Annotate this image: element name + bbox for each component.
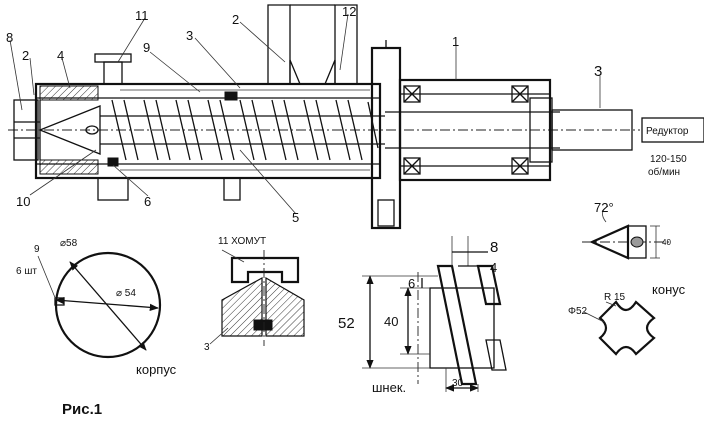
callout-3-shaft: 3 (594, 63, 602, 80)
callout-8: 8 (6, 30, 13, 45)
dim-outer-label: 52 (338, 315, 355, 332)
callout-10: 10 (16, 194, 30, 209)
cone-angle-arc (602, 205, 609, 223)
heater-stem-top (103, 61, 123, 85)
housing-outer-diameter: ⌀58 (60, 238, 78, 249)
barrel-body (34, 82, 382, 180)
die-head-bottom-hatch (39, 159, 99, 175)
die-plate (13, 99, 39, 161)
clamp-detail: 11 ХОМУТ 3 (204, 236, 305, 353)
screw-detail: 52 40 6 8 4 30 шнек. (338, 236, 507, 395)
callout-11: 11 (135, 8, 149, 23)
diameter-leader (583, 311, 605, 323)
speed-unit: об/мин (648, 166, 680, 178)
dim-depth-label: 6 (408, 276, 415, 291)
flange-bottom-mid (223, 177, 241, 201)
screw-flights (111, 99, 379, 161)
figure-caption: Рис.1 (62, 401, 102, 418)
housing-callout: 9 (34, 244, 40, 255)
heater-bottom (97, 177, 129, 201)
bearings (403, 85, 529, 175)
cone-diameter-label: Φ52 (568, 306, 588, 317)
gearbox-box (641, 117, 704, 143)
screw-cone-tip (38, 105, 101, 155)
inner-diameter-line (55, 297, 159, 311)
speed-value: 120-150 (650, 154, 687, 165)
hopper-chamfer-right (324, 59, 336, 85)
dim-root-label: 40 (384, 314, 398, 329)
dim-pitch-label: 8 (490, 239, 498, 256)
housing-caption: корпус (136, 362, 177, 377)
cone-pin (85, 125, 99, 135)
pin-6 (107, 157, 119, 167)
callout-12: 12 (342, 4, 356, 19)
hopper-left-wall (267, 4, 291, 85)
screw-caption: шнек. (372, 380, 406, 395)
screw-detail-flight-3 (485, 339, 507, 371)
housing-circle (54, 251, 162, 359)
cone-radius-label: R 15 (604, 292, 626, 303)
callout-9: 9 (143, 40, 150, 55)
clamp-key (253, 319, 273, 331)
screw-detail-flight-1 (436, 264, 478, 386)
clamp-leader-top (221, 249, 245, 263)
cone-caption: конус (652, 282, 686, 297)
clamp-label-top: 11 ХОМУТ (218, 236, 266, 247)
clamp-right-hatch (265, 276, 305, 337)
housing-quantity: 6 шт (16, 266, 37, 277)
housing-section: 9 6 шт ⌀58 ⌀ 54 корпус (16, 238, 177, 377)
pin-top-mid (224, 91, 238, 101)
clamp-left-hatch (221, 276, 263, 337)
clamp-leader-part (209, 327, 229, 345)
dim-length-label: 30 (452, 378, 464, 389)
bearing-housing (398, 78, 552, 182)
leader-9 (37, 255, 57, 301)
callout-3-barrel: 3 (186, 28, 193, 43)
callout-4: 4 (57, 48, 64, 63)
clamp-label-part: 3 (204, 342, 210, 353)
flange-foot (377, 199, 395, 227)
hopper-chamfer-left (289, 59, 301, 85)
cone-height-label: 40 (662, 238, 671, 247)
leader-lines (9, 13, 601, 215)
callout-2-hopper: 2 (232, 12, 239, 27)
die-head-top-hatch (39, 85, 99, 101)
callout-6: 6 (144, 194, 151, 209)
cone-detail: 72° 40 конус R 15 Φ52 (568, 200, 686, 356)
gearbox-label: Редуктор (646, 126, 689, 137)
cone-cross-section (598, 300, 656, 356)
housing-inner-diameter: ⌀ 54 (116, 288, 136, 299)
callout-2-left: 2 (22, 48, 29, 63)
dim-flight-label: 4 (490, 260, 497, 275)
cone-base (627, 225, 647, 259)
cone-angle-label: 72° (594, 200, 614, 215)
cone-hole (630, 236, 644, 248)
screw-detail-shaft (429, 287, 495, 369)
clamp-bracket (230, 256, 300, 284)
main-assembly-view: 8 2 4 11 9 3 2 12 1 3 10 6 5 Редуктор 12… (6, 4, 704, 230)
housing-pin (54, 297, 65, 306)
radius-leader (605, 301, 617, 307)
hopper-right-wall (334, 4, 358, 85)
callout-1: 1 (452, 34, 459, 49)
callout-5: 5 (292, 210, 299, 225)
heater-cap-top (94, 53, 132, 63)
